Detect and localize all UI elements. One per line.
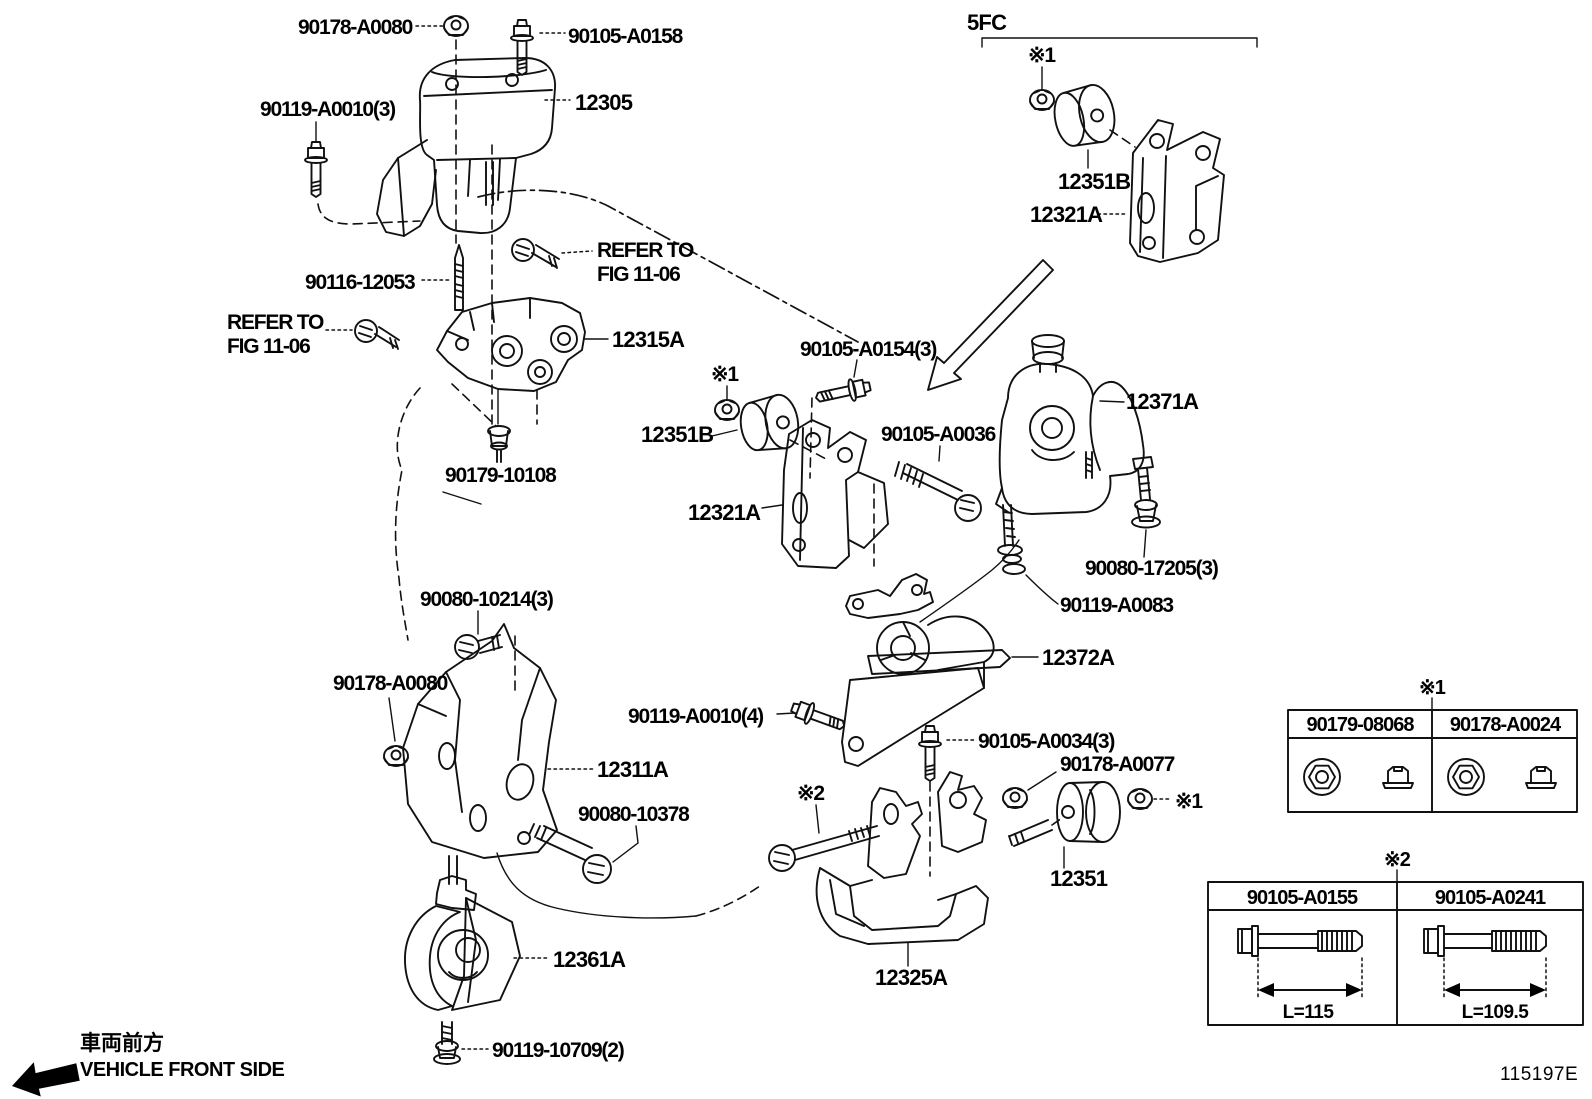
label-90080-17205: 90080-17205(3) bbox=[1085, 557, 1218, 580]
label-90178-a0080-low: 90178-A0080 bbox=[333, 672, 448, 695]
label-12311a: 12311A bbox=[597, 757, 669, 782]
label-90178-a0080-top: 90178-A0080 bbox=[298, 16, 413, 39]
engine-mount-bracket-12311a bbox=[402, 623, 558, 859]
table1-marker: ※1 bbox=[1419, 677, 1446, 699]
bolt-90080-10378 bbox=[528, 823, 612, 884]
table2-left-length: L=115 bbox=[1283, 1002, 1335, 1023]
label-12372a: 12372A bbox=[1042, 645, 1115, 670]
label-90105-a0034: 90105-A0034(3) bbox=[978, 730, 1114, 753]
label-90119-10709: 90119-10709(2) bbox=[492, 1039, 624, 1062]
table2-marker: ※2 bbox=[1384, 849, 1411, 871]
bolt-refer-fig-left bbox=[354, 319, 400, 350]
label-marker1-mid: ※1 bbox=[711, 363, 739, 386]
nut-side-view-icon bbox=[1525, 766, 1557, 789]
table2-right-length: L=109.5 bbox=[1462, 1002, 1530, 1023]
bolt-side-view-icon bbox=[1237, 925, 1363, 1001]
bolt-side-view-icon bbox=[1423, 925, 1547, 1001]
bolt-90119-a0010-3 bbox=[304, 141, 328, 198]
label-12305: 12305 bbox=[575, 90, 633, 115]
bolt-90080-10214 bbox=[454, 634, 503, 660]
label-12371a: 12371A bbox=[1126, 389, 1199, 414]
leader-lines bbox=[315, 25, 1173, 1050]
label-90105-a0036: 90105-A0036 bbox=[881, 423, 996, 446]
vehicle-front-label-en: VEHICLE FRONT SIDE bbox=[80, 1059, 285, 1081]
nut-marker1-low bbox=[1127, 788, 1153, 810]
label-marker2-mid: ※2 bbox=[797, 782, 824, 805]
label-90119-a0083: 90119-A0083 bbox=[1060, 594, 1173, 617]
label-marker1-top: ※1 bbox=[1028, 44, 1056, 67]
nut-top-view-icon bbox=[1447, 758, 1485, 796]
spec-table-marker2: ※2 90105-A0155 90105-A0241 L=115 bbox=[1207, 849, 1584, 1026]
bolt-90119-a0010-4 bbox=[787, 695, 849, 738]
table2-left-part: 90105-A0155 bbox=[1247, 887, 1358, 909]
nut-side-view-icon bbox=[1382, 766, 1414, 789]
bolt-refer-fig-right bbox=[511, 238, 560, 269]
engine-ghost-outline bbox=[317, 39, 1136, 919]
label-90119-a0010-4: 90119-A0010(4) bbox=[628, 705, 763, 728]
label-refer-right-2: FIG 11-06 bbox=[597, 263, 680, 286]
engine-mount-insulator-12305 bbox=[376, 57, 556, 237]
bolt-90105-a0034 bbox=[918, 725, 942, 782]
engine-mount-bracket-12315a bbox=[436, 297, 586, 392]
label-90080-10378: 90080-10378 bbox=[578, 803, 690, 826]
nut-top-view-icon bbox=[1303, 758, 1341, 796]
bracket-12321a-mid bbox=[781, 419, 889, 569]
table1-right-part: 90178-A0024 bbox=[1450, 714, 1562, 736]
engine-mount-insulator-12361a bbox=[404, 855, 521, 1011]
label-90105-a0158: 90105-A0158 bbox=[568, 25, 684, 48]
label-90105-a0154: 90105-A0154(3) bbox=[800, 338, 936, 361]
label-90119-a0010-3: 90119-A0010(3) bbox=[260, 98, 395, 121]
nut-marker1-top bbox=[1029, 89, 1055, 111]
engine-mount-bracket-12325a bbox=[815, 771, 989, 945]
engine-mount-insulator-12372a bbox=[841, 573, 1011, 767]
label-12351: 12351 bbox=[1050, 866, 1108, 891]
damper-12351b-mid bbox=[739, 393, 800, 452]
label-12325a: 12325A bbox=[875, 965, 948, 990]
nut-90178-a0080-top bbox=[443, 15, 469, 37]
label-90179-10108: 90179-10108 bbox=[445, 464, 557, 487]
bolt-90080-17205 bbox=[1131, 456, 1161, 529]
label-refer-right-1: REFER TO bbox=[597, 239, 694, 262]
vehicle-front-indicator: 車両前方 VEHICLE FRONT SIDE bbox=[12, 1031, 285, 1097]
bracket-12321a-top bbox=[1129, 119, 1225, 263]
bolt-90105-a0036 bbox=[894, 461, 982, 522]
bolt-marker2-long bbox=[768, 825, 880, 872]
nut-90178-a0077 bbox=[1002, 787, 1028, 809]
vehicle-front-label-jp: 車両前方 bbox=[80, 1031, 164, 1055]
label-12351b-mid: 12351B bbox=[641, 422, 713, 447]
bolt-90119-10709 bbox=[433, 1021, 461, 1065]
position-arrow bbox=[927, 259, 1054, 391]
label-12321a-top: 12321A bbox=[1030, 202, 1103, 227]
label-5fc: 5FC bbox=[967, 10, 1007, 35]
label-12351b-top: 12351B bbox=[1058, 169, 1130, 194]
table1-left-part: 90179-08068 bbox=[1307, 714, 1415, 736]
nut-90179-10108 bbox=[487, 425, 511, 463]
label-refer-left-2: FIG 11-06 bbox=[227, 335, 310, 358]
label-refer-left-1: REFER TO bbox=[227, 311, 324, 334]
label-90080-10214: 90080-10214(3) bbox=[420, 588, 553, 611]
label-12361a: 12361A bbox=[553, 947, 626, 972]
part-labels: 90178-A0080 90105-A0158 12305 90119-A001… bbox=[227, 10, 1578, 1085]
engine-mount-insulator-12371a bbox=[995, 334, 1145, 515]
variant-bracket-5fc bbox=[981, 37, 1258, 48]
stud-washers-90119-a0083 bbox=[997, 504, 1026, 575]
label-marker1-low: ※1 bbox=[1175, 790, 1203, 813]
label-12315a: 12315A bbox=[612, 327, 685, 352]
bolt-90105-a0158 bbox=[510, 19, 534, 76]
table2-right-part: 90105-A0241 bbox=[1435, 887, 1546, 909]
nut-marker1-mid bbox=[714, 399, 740, 421]
stud-90116-12053 bbox=[454, 244, 464, 311]
label-90178-a0077: 90178-A0077 bbox=[1060, 753, 1175, 776]
figure-code: 115197E bbox=[1500, 1064, 1578, 1085]
spec-table-marker1: ※1 90179-08068 90178-A0024 bbox=[1287, 677, 1578, 813]
label-12321a-mid: 12321A bbox=[688, 500, 761, 525]
bolt-90105-a0154 bbox=[812, 374, 874, 410]
damper-12351b-top bbox=[1053, 83, 1116, 147]
damper-12351 bbox=[1008, 781, 1121, 847]
label-90116-12053: 90116-12053 bbox=[305, 271, 415, 294]
